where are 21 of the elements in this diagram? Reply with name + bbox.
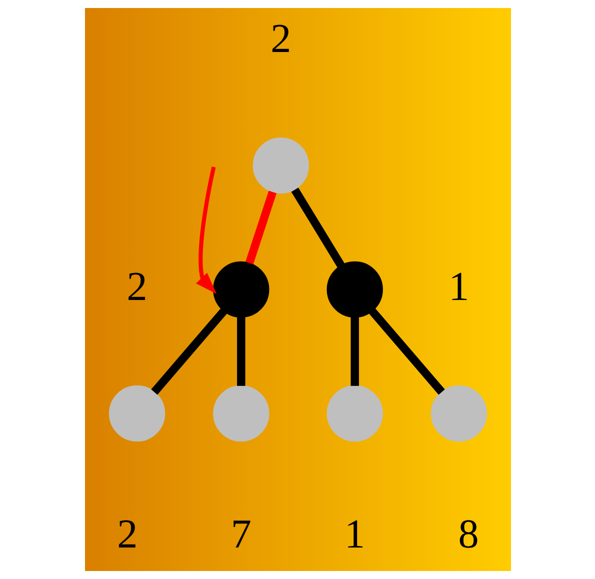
node-label: 2 <box>270 14 291 61</box>
node-label: 1 <box>344 510 365 557</box>
node-label: 2 <box>116 510 138 557</box>
connector <box>368 308 444 395</box>
node-label: 7 <box>230 510 251 557</box>
node-circle <box>108 385 165 442</box>
node-circle <box>326 385 382 442</box>
connector <box>236 317 245 386</box>
arrow <box>195 166 216 294</box>
node-label: 1 <box>448 262 469 309</box>
node-label: 2 <box>126 262 147 309</box>
connector <box>290 188 344 268</box>
connector <box>244 190 276 264</box>
node-circle <box>212 261 269 318</box>
node-label: 8 <box>458 510 478 557</box>
node-circle <box>430 385 487 442</box>
node-circle <box>252 137 308 194</box>
node-circle <box>326 261 382 318</box>
connector <box>150 308 227 395</box>
node-circle <box>212 385 269 442</box>
connector <box>350 317 358 386</box>
